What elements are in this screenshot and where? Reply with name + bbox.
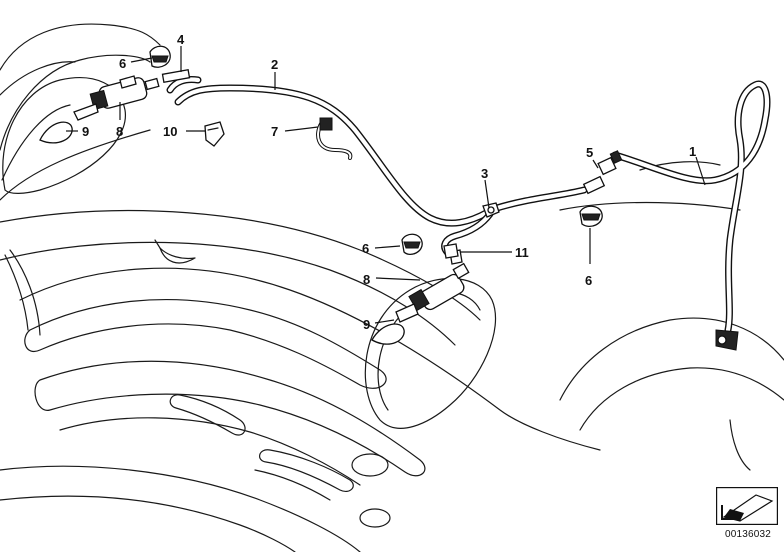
- hose-part-2: [166, 76, 492, 227]
- connector-part-11: [443, 243, 459, 259]
- clamp-part-6-right: [579, 205, 603, 228]
- car-body-outline: [0, 23, 784, 552]
- callout-8-lower: 8: [363, 272, 370, 287]
- cable-strap-part-7: [316, 117, 353, 160]
- clip-part-10: [204, 121, 225, 147]
- hose-end-fitting: [715, 329, 739, 351]
- callout-6-right: 6: [585, 273, 592, 288]
- callout-8-upper: 8: [116, 124, 123, 139]
- callout-6-middle: 6: [362, 241, 369, 256]
- connector-part-3: [482, 202, 500, 218]
- callout-6-upper: 6: [119, 56, 126, 71]
- clamp-part-6-upper: [149, 45, 171, 68]
- pump-part-8-upper: [73, 69, 191, 121]
- callout-2: 2: [271, 57, 278, 72]
- connector-part-5: [582, 150, 623, 195]
- nozzle-cover-part-9-upper: [39, 121, 73, 144]
- callout-9-upper: 9: [82, 124, 89, 139]
- callout-9-lower: 9: [363, 317, 370, 332]
- callout-11: 11: [515, 245, 529, 260]
- leader-lines: [66, 46, 706, 324]
- nozzle-cover-part-9-lower: [371, 323, 405, 345]
- callout-numbers: 1 2 3 4 5 6 6 6 7 8 8 9 9 10 11: [82, 32, 696, 332]
- callout-10: 10: [163, 124, 177, 139]
- arrow-pointing-down-left-icon: [716, 487, 778, 525]
- callout-3: 3: [481, 166, 488, 181]
- clamp-part-6-middle: [401, 233, 423, 256]
- callout-7: 7: [271, 124, 278, 139]
- callout-4: 4: [177, 32, 185, 47]
- diagram-reference-number: 00136032: [724, 529, 772, 540]
- callout-5: 5: [586, 145, 593, 160]
- hose-part-1: [611, 80, 771, 334]
- callout-1: 1: [689, 144, 696, 159]
- pump-part-8-lower: [395, 249, 470, 323]
